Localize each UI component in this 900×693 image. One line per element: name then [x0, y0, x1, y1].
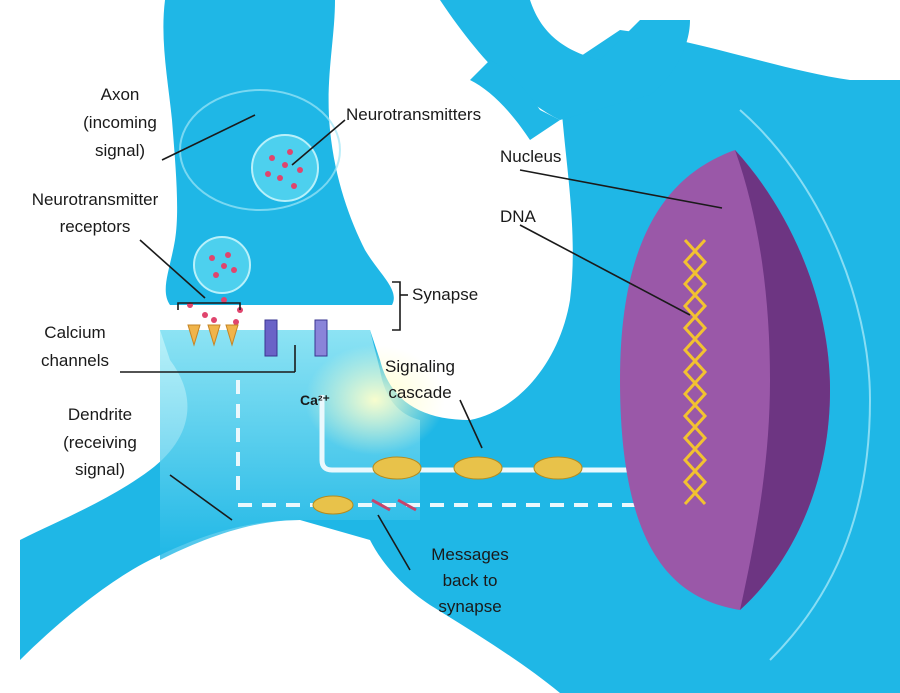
receptors-label-1: Neurotransmitter	[32, 190, 159, 209]
signaling-label-2: cascade	[388, 383, 451, 402]
calcium-ion-label: Ca²⁺	[300, 392, 330, 408]
messages-label-2: back to	[443, 571, 498, 590]
axon-label-1: Axon	[101, 85, 140, 104]
messages-label-3: synapse	[438, 597, 501, 616]
dendrite-label-2: (receiving	[63, 433, 137, 452]
nucleus-label: Nucleus	[500, 147, 561, 166]
axon-label-3: signal)	[95, 141, 145, 160]
dendrite-label-3: signal)	[75, 460, 125, 479]
synapse-label: Synapse	[412, 285, 478, 304]
calcium-label-1: Calcium	[44, 323, 105, 342]
receptors-label-2: receptors	[60, 217, 131, 236]
messages-label-1: Messages	[431, 545, 508, 564]
calcium-label-2: channels	[41, 351, 109, 370]
dna-label: DNA	[500, 207, 537, 226]
dendrite-label-1: Dendrite	[68, 405, 132, 424]
signaling-label-1: Signaling	[385, 357, 455, 376]
calcium-channel-right	[315, 320, 327, 356]
calcium-channel-left	[265, 320, 277, 356]
axon-label-2: (incoming	[83, 113, 157, 132]
neurotransmitters-label: Neurotransmitters	[346, 105, 481, 124]
